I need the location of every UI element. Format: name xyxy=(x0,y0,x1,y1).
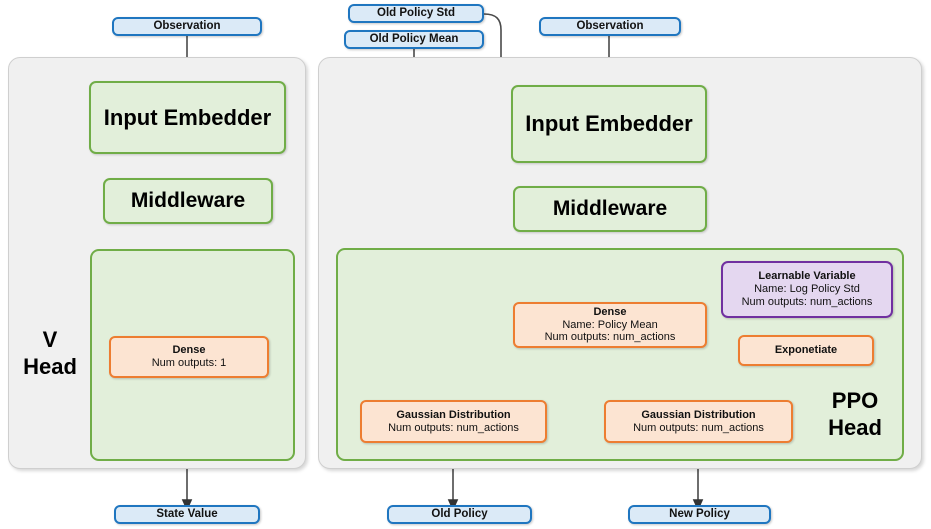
ppo-input-old-policy-mean-label: Old Policy Mean xyxy=(369,32,459,45)
ppo-learnable-variable-outputs: Num outputs: num_actions xyxy=(741,295,873,308)
ppo-dense-name: Name: Policy Mean xyxy=(562,318,658,331)
ppo-gaussian-old-title: Gaussian Distribution xyxy=(396,408,511,421)
ppo-learnable-variable-title: Learnable Variable xyxy=(758,270,856,283)
ppo-input-observation-label: Observation xyxy=(576,19,644,32)
v-head-dense[interactable]: Dense Num outputs: 1 xyxy=(109,336,269,378)
ppo-middleware-label: Middleware xyxy=(552,196,668,220)
v-head-middleware-label: Middleware xyxy=(130,188,246,212)
ppo-gaussian-new-title: Gaussian Distribution xyxy=(641,408,756,421)
ppo-output-new-policy-label: New Policy xyxy=(669,507,730,520)
ppo-input-observation[interactable]: Observation xyxy=(539,17,681,36)
ppo-input-old-policy-mean[interactable]: Old Policy Mean xyxy=(344,30,484,49)
ppo-learnable-variable[interactable]: Learnable Variable Name: Log Policy Std … xyxy=(721,261,893,318)
v-head-input-embedder-label: Input Embedder xyxy=(103,104,272,130)
ppo-output-old-policy[interactable]: Old Policy xyxy=(387,505,532,524)
v-head-dense-outputs: Num outputs: 1 xyxy=(151,357,227,369)
v-head-middleware[interactable]: Middleware xyxy=(103,178,273,224)
ppo-head-label: PPO Head xyxy=(828,388,882,440)
v-head-input-observation[interactable]: Observation xyxy=(112,17,262,36)
ppo-dense-outputs: Num outputs: num_actions xyxy=(544,331,676,344)
ppo-gaussian-distribution-old[interactable]: Gaussian Distribution Num outputs: num_a… xyxy=(360,400,547,443)
v-head-dense-title: Dense xyxy=(172,344,206,357)
ppo-input-embedder[interactable]: Input Embedder xyxy=(511,85,707,163)
ppo-output-new-policy[interactable]: New Policy xyxy=(628,505,771,524)
ppo-exponetiate-title: Exponetiate xyxy=(774,344,838,357)
ppo-dense-policy-mean[interactable]: Dense Name: Policy Mean Num outputs: num… xyxy=(513,302,707,348)
ppo-learnable-variable-name: Name: Log Policy Std xyxy=(754,283,860,296)
ppo-exponetiate[interactable]: Exponetiate xyxy=(738,335,874,366)
ppo-gaussian-old-outputs: Num outputs: num_actions xyxy=(388,421,519,434)
ppo-gaussian-distribution-new[interactable]: Gaussian Distribution Num outputs: num_a… xyxy=(604,400,793,443)
ppo-gaussian-new-outputs: Num outputs: num_actions xyxy=(633,421,764,434)
ppo-input-old-policy-std-label: Old Policy Std xyxy=(377,6,455,19)
ppo-dense-title: Dense xyxy=(593,305,627,318)
v-head-output-state-value[interactable]: State Value xyxy=(114,505,260,524)
v-head-output-state-value-label: State Value xyxy=(156,507,218,520)
ppo-input-old-policy-std[interactable]: Old Policy Std xyxy=(348,4,484,23)
ppo-middleware[interactable]: Middleware xyxy=(513,186,707,232)
v-head-input-observation-label: Observation xyxy=(153,19,221,32)
ppo-output-old-policy-label: Old Policy xyxy=(431,507,488,520)
v-head-input-embedder[interactable]: Input Embedder xyxy=(89,81,286,154)
ppo-input-embedder-label: Input Embedder xyxy=(525,111,693,137)
v-head-label: V Head xyxy=(23,327,77,379)
